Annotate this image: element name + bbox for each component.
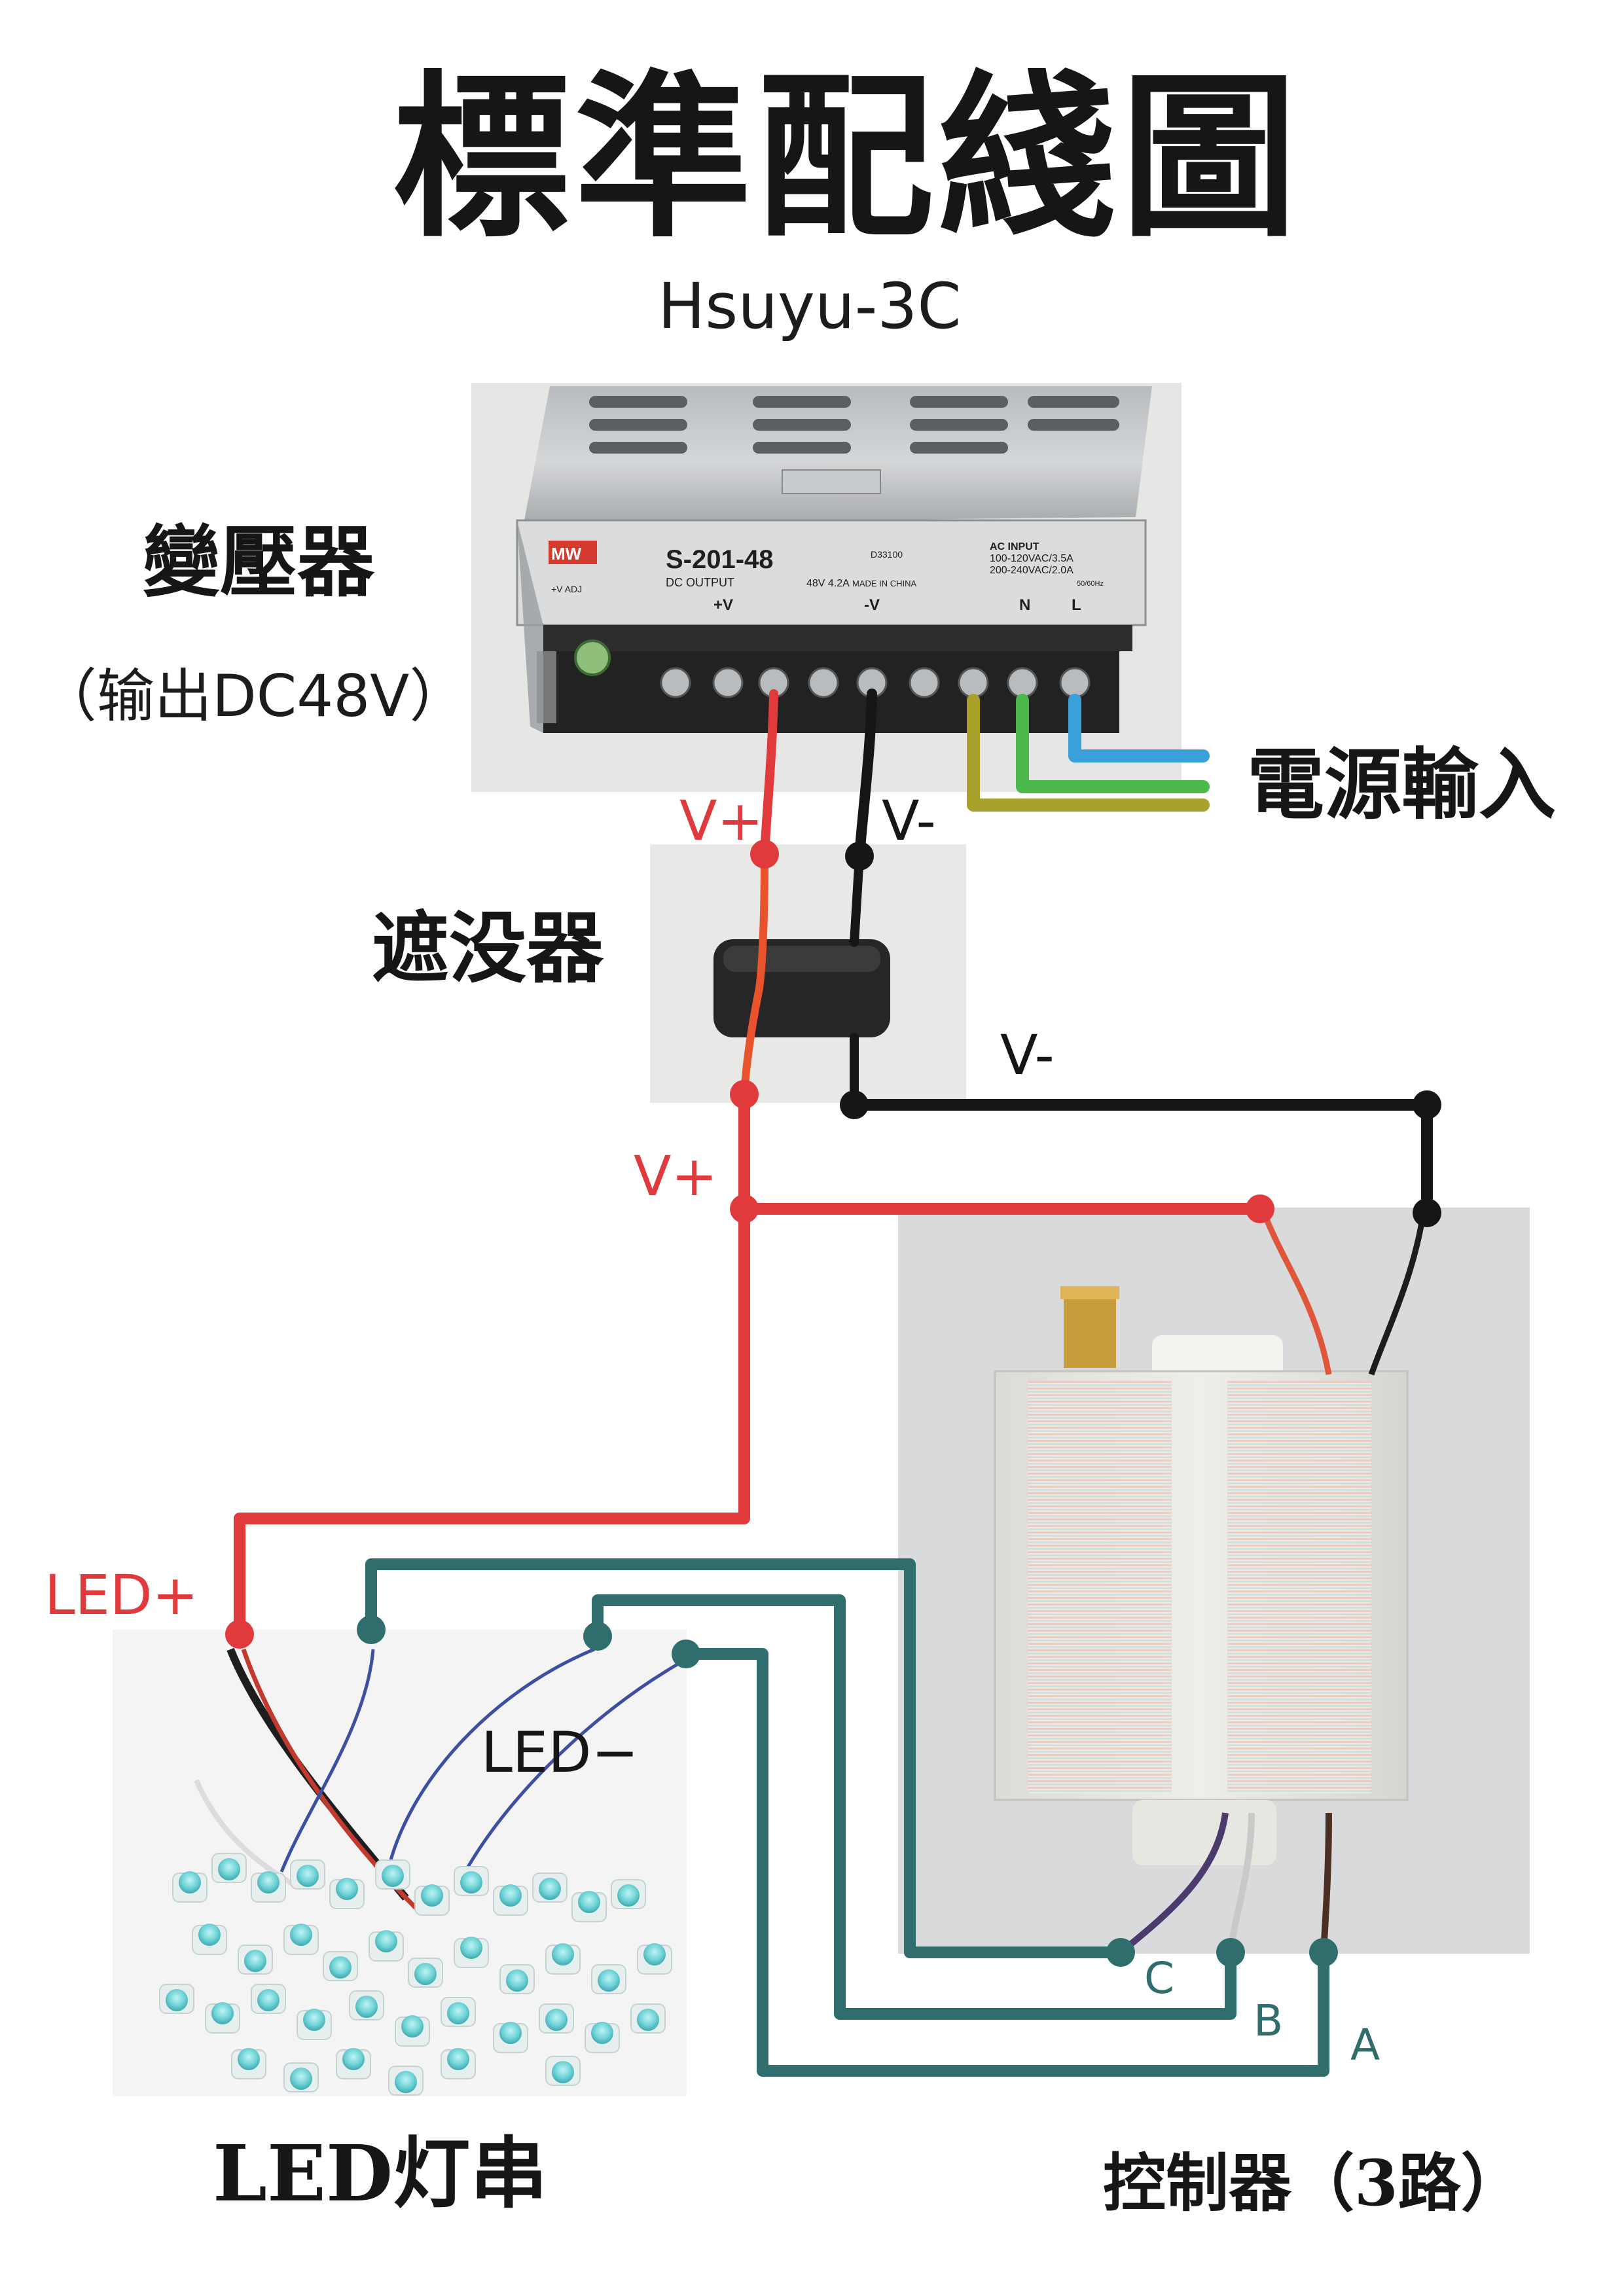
psu-freq: 50/60Hz	[1077, 580, 1104, 588]
transformer-output-label: （输出DC48V）	[39, 662, 467, 730]
psu-made-in: MADE IN CHINA	[852, 579, 917, 588]
led-module	[297, 2009, 332, 2040]
psu-ac-line2: 200-240VAC/2.0A	[990, 565, 1074, 576]
led-module	[205, 2002, 240, 2034]
led-module	[349, 1990, 384, 2020]
page-subtitle: Hsuyu-3C	[658, 270, 962, 343]
channel-c-label: C	[1144, 1953, 1175, 2003]
psu-dc-output: DC OUTPUT	[666, 576, 734, 589]
led-module	[251, 1984, 286, 2014]
led-module	[545, 1943, 581, 1975]
led-module	[211, 1853, 247, 1883]
psu-cert: D33100	[871, 549, 903, 560]
led-module	[159, 1984, 194, 2014]
page-title: 標準配綫圖	[393, 53, 1303, 261]
psu-adj: +V ADJ	[551, 584, 582, 594]
controller-photo	[898, 1208, 1530, 1955]
led-module	[493, 1884, 528, 1916]
led-module	[545, 2056, 581, 2086]
led-module	[637, 1943, 672, 1975]
channel-a-label: A	[1350, 2020, 1380, 2070]
led-module	[408, 1958, 443, 1988]
psu-ac-line1: 100-120VAC/3.5A	[990, 553, 1074, 564]
led-module	[231, 2048, 266, 2079]
led-module	[454, 1937, 489, 1968]
led-module	[493, 2022, 528, 2053]
psu-rating: 48V 4.2A	[806, 578, 850, 589]
psu-ac-input: AC INPUT	[990, 541, 1039, 552]
led-module	[329, 1878, 365, 1909]
psu-n: N	[1019, 596, 1030, 614]
v-minus-top-label: V-	[882, 789, 936, 853]
led-module	[395, 2015, 430, 2047]
led-minus-label: LED−	[481, 1720, 639, 1785]
led-string-photo	[113, 1630, 687, 2096]
led-plus-label: LED+	[45, 1563, 198, 1627]
v-plus-top-label: V+	[679, 789, 763, 853]
filter-label: 遮没器	[372, 903, 604, 994]
led-module	[283, 1924, 319, 1955]
led-module	[172, 1871, 208, 1903]
led-module	[441, 2048, 476, 2079]
psu-photo	[471, 383, 1182, 792]
led-module	[532, 1873, 568, 1903]
controller-label: 控制器（3路）	[1103, 2146, 1524, 2220]
filter-photo	[650, 844, 966, 1103]
led-module	[290, 1859, 325, 1890]
led-modules	[159, 1853, 672, 2096]
led-module	[585, 2022, 620, 2053]
led-module	[375, 1859, 410, 1890]
led-module	[251, 1871, 286, 1903]
v-minus-mid-label: V-	[1000, 1023, 1055, 1087]
psu-plus-v: +V	[713, 596, 733, 614]
junction-dots	[225, 840, 1441, 1967]
led-module	[591, 1964, 626, 1994]
led-module	[369, 1930, 404, 1962]
led-module	[539, 2003, 574, 2034]
wiring	[234, 689, 1433, 2077]
led-module	[441, 1997, 476, 2027]
psu-model: S-201-48	[666, 545, 774, 574]
led-module	[454, 1866, 489, 1896]
transformer-label: 變壓器	[143, 516, 375, 607]
led-module	[238, 1945, 273, 1975]
power-input-label: 電源輸入	[1247, 739, 1557, 830]
led-module	[611, 1879, 646, 1909]
psu-l: L	[1072, 596, 1081, 614]
led-module	[336, 2048, 371, 2079]
led-module	[571, 1891, 607, 1922]
led-module	[192, 1924, 227, 1955]
led-string-label: LED灯串	[213, 2128, 548, 2219]
led-module	[499, 1964, 535, 1994]
psu-minus-v: -V	[864, 596, 880, 614]
psu-brand: MW	[551, 544, 582, 564]
led-module	[283, 2062, 319, 2092]
led-module	[388, 2066, 424, 2096]
channel-b-label: B	[1254, 1996, 1284, 2046]
led-module	[323, 1951, 358, 1981]
led-module	[630, 2003, 666, 2034]
v-plus-mid-label: V+	[634, 1144, 717, 1208]
led-module	[414, 1884, 450, 1916]
